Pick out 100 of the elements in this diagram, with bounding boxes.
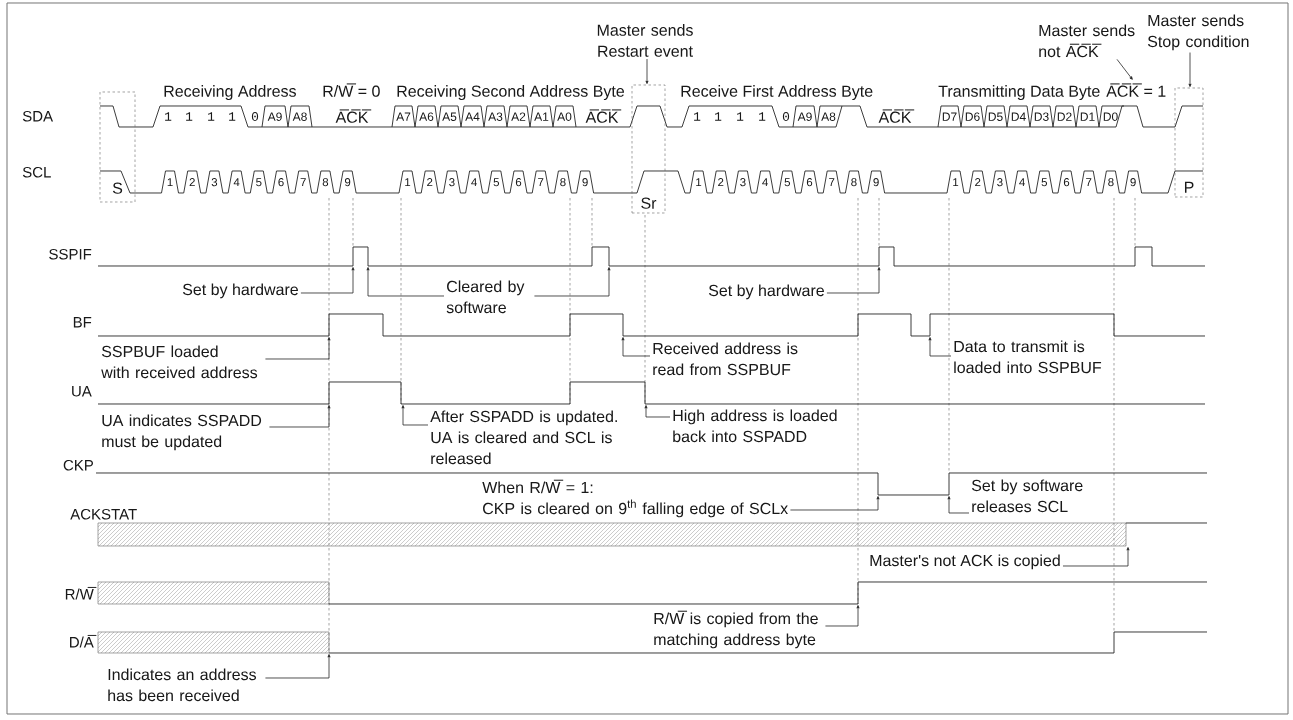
- clock-number: 6: [1063, 178, 1070, 187]
- clock-number: 1: [405, 178, 411, 187]
- waveform: [97, 631, 1208, 654]
- leader-arrow: [644, 405, 671, 418]
- clock-number: 8: [322, 178, 329, 187]
- bit-label: 0: [251, 112, 259, 121]
- annotation: Master sends not A̅C̅K̅: [1039, 24, 1135, 58]
- bit-label: 1: [715, 112, 722, 121]
- leader-arrow: [1188, 52, 1192, 88]
- bit-label: A2: [511, 112, 526, 121]
- bit-label: D5: [988, 112, 1003, 121]
- waveform: [97, 381, 1206, 405]
- bit-label: D6: [965, 112, 980, 121]
- bit-label: D3: [1034, 112, 1049, 121]
- leader-arrow: [826, 267, 881, 294]
- annotation: When R/W̅ = 1: CKP is cleared on 9$^{th}$ falling edge of SCLx: [482, 479, 788, 518]
- clock-number: 7: [1086, 178, 1092, 187]
- annotation: Cleared by software: [446, 280, 525, 314]
- annotation: Set by hardware: [708, 284, 824, 300]
- clock-number: 8: [560, 178, 566, 187]
- clock-number: 4: [1019, 178, 1025, 187]
- bit-label: A5: [442, 112, 457, 121]
- annotation: Master sends Stop condition: [1147, 14, 1249, 51]
- leader-arrow: [265, 654, 331, 679]
- bit-label: D7: [942, 112, 957, 121]
- bit-label: 1: [165, 112, 172, 121]
- clock-number: 7: [300, 178, 306, 187]
- bit-label: D0: [1103, 112, 1118, 121]
- clock-number: 9: [344, 178, 351, 187]
- bit-label: 1: [759, 112, 766, 121]
- clock-number: 5: [256, 178, 262, 187]
- annotation: SSPBUF loaded with received address: [101, 345, 258, 379]
- clock-number: 1: [167, 178, 173, 187]
- clock-number: 6: [278, 178, 284, 187]
- bit-label: A9: [267, 112, 282, 121]
- clock-number: 9: [873, 178, 879, 187]
- annotation: Received address is read from SSPBUF: [653, 342, 798, 376]
- bit-label: A7: [396, 112, 411, 121]
- leader-arrow: [265, 337, 331, 360]
- bit-label: 1: [737, 112, 744, 121]
- leader-arrow: [621, 337, 651, 357]
- clock-number: 6: [806, 178, 813, 187]
- leader-arrow: [928, 337, 952, 357]
- signal-label: SDA: [22, 110, 53, 122]
- leader-arrow: [947, 496, 970, 514]
- bit-label: 1: [694, 112, 701, 121]
- leader-arrow: [269, 405, 331, 428]
- clock-number: 4: [471, 178, 477, 187]
- waveform: [97, 522, 1208, 547]
- phase-label: Receiving Address: [164, 85, 296, 100]
- annotation: Set by software releases SCL: [971, 479, 1083, 513]
- bit-label: A0: [557, 112, 572, 121]
- bit-label: D4: [1011, 112, 1026, 121]
- leader-arrow: [790, 496, 880, 511]
- leader-arrow: [366, 267, 445, 297]
- clock-number: 2: [975, 178, 981, 187]
- waveform: [99, 105, 1204, 128]
- bit-label: A9: [797, 112, 812, 121]
- bit-label: 1: [186, 112, 193, 121]
- leader-arrow: [825, 605, 860, 627]
- clock-number: 8: [851, 178, 857, 187]
- waveform: [97, 581, 1208, 605]
- annotation: Set by hardware: [182, 283, 298, 299]
- clock-number: 3: [211, 178, 218, 187]
- bit-label: A4: [465, 112, 480, 121]
- waveform: [99, 170, 1204, 194]
- annotation: Indicates an address has been received: [108, 668, 256, 702]
- leader-arrow: [300, 267, 355, 294]
- value-label: A̅C̅K̅ = 1: [1106, 83, 1166, 97]
- condition-box: S: [99, 91, 136, 203]
- clock-number: 9: [1130, 178, 1136, 187]
- clock-number: 5: [493, 178, 499, 187]
- bit-label: A8: [821, 112, 836, 121]
- leader-arrow: [1062, 547, 1130, 567]
- waveform: [97, 313, 1206, 337]
- annotation: Master's not ACK is copied: [870, 554, 1060, 570]
- leader-arrow: [534, 267, 611, 297]
- signal-label: CKP: [63, 459, 93, 471]
- annotation: Data to transmit is loaded into SSPBUF: [954, 340, 1102, 374]
- bit-label: A8: [292, 112, 307, 121]
- signal-label: D/A̅: [70, 634, 97, 648]
- clock-number: 6: [515, 178, 522, 187]
- annotation: High address is loaded back into SSPADD: [673, 409, 837, 443]
- clock-number: 4: [762, 178, 768, 187]
- signal-label: SCL: [22, 166, 51, 178]
- clock-number: 1: [696, 178, 702, 187]
- clock-number: 1: [953, 178, 959, 187]
- bit-label: A1: [534, 112, 549, 121]
- clock-number: 7: [829, 178, 835, 187]
- annotation: UA indicates SSPADD must be updated: [102, 414, 262, 451]
- leader-arrow: [401, 405, 429, 426]
- leader-arrow: [645, 58, 649, 85]
- annotation: R/W̅ is copied from the matching address byte: [654, 610, 818, 649]
- bit-label: D2: [1057, 112, 1072, 121]
- clock-number: 2: [718, 178, 724, 187]
- phase-label: Receive First Address Byte: [681, 85, 873, 100]
- clock-number: 3: [740, 178, 746, 187]
- bit-label: 1: [229, 112, 236, 121]
- signal-label: ACKSTAT: [70, 508, 137, 520]
- signal-label: R/W̅: [65, 586, 97, 600]
